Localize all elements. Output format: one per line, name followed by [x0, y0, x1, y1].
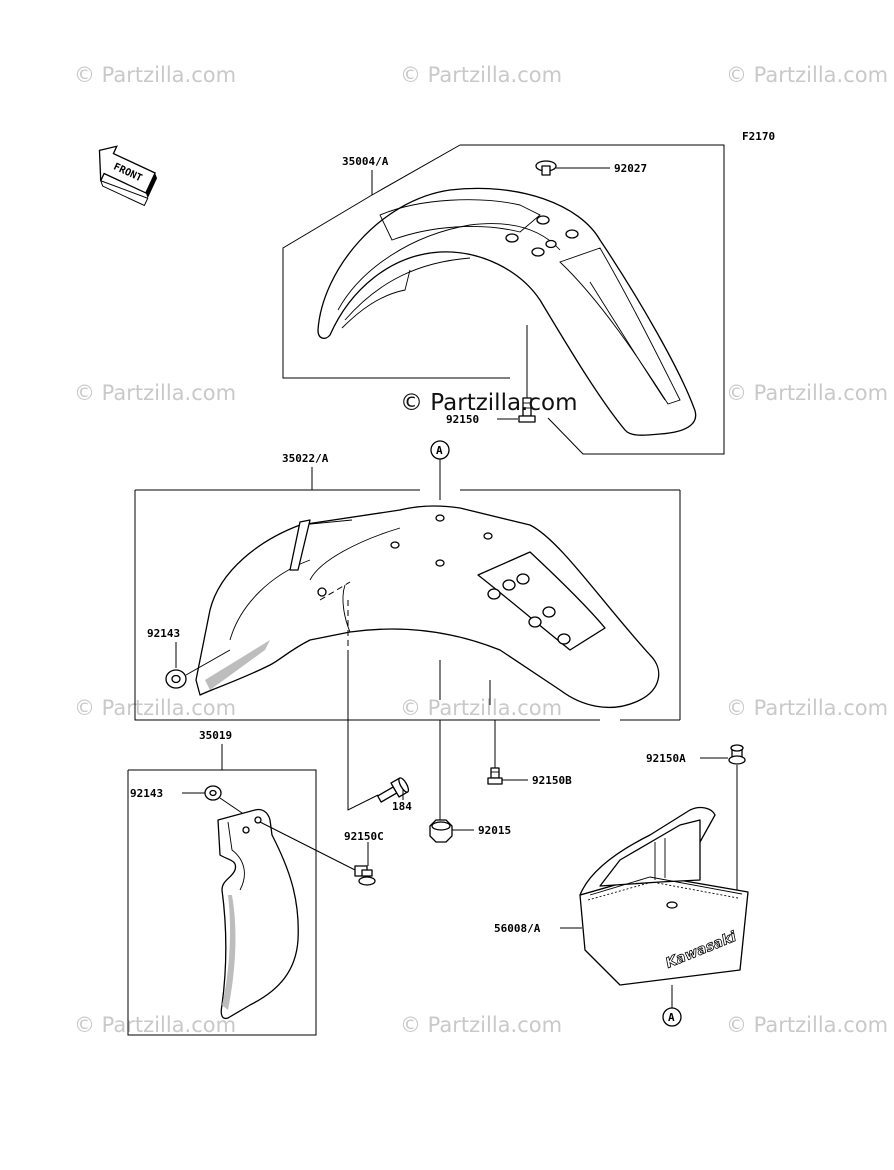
callout-92150b: 92150B: [532, 774, 572, 787]
callout-92143-rear: 92143: [147, 627, 180, 640]
watermark: © Partzilla.com: [726, 63, 888, 87]
watermark: © Partzilla.com: [726, 1013, 888, 1037]
bolt-92150b-group: 92150B: [487, 720, 572, 787]
washer-icon: [165, 669, 187, 689]
watermark: © Partzilla.com: [74, 696, 236, 720]
callout-35019: 35019: [199, 729, 232, 742]
washer-icon: [204, 785, 222, 801]
watermark-layer: © Partzilla.com © Partzilla.com © Partzi…: [74, 63, 888, 1037]
callout-92027: 92027: [614, 162, 647, 175]
bolt-icon: [728, 744, 746, 765]
callout-35004a: 35004/A: [342, 155, 389, 168]
bolt-icon: [354, 865, 376, 886]
callout-92143-flap: 92143: [130, 787, 163, 800]
nut-icon: [429, 819, 453, 843]
watermark: © Partzilla.com: [74, 381, 236, 405]
callout-92150c: 92150C: [344, 830, 384, 843]
ref-a-bottom: A: [668, 1011, 675, 1024]
rear-fender-group: 35022/A A: [134, 440, 681, 721]
watermark: © Partzilla.com: [74, 63, 236, 87]
bolt-icon: [487, 767, 503, 785]
watermark: © Partzilla.com: [400, 696, 562, 720]
callout-92015: 92015: [478, 824, 511, 837]
front-arrow-icon: FRONT: [98, 145, 158, 207]
diagram-code: F2170: [742, 130, 775, 143]
callout-92150: 92150: [446, 413, 479, 426]
center-watermark: © Partzilla.com: [400, 390, 578, 416]
tool-bag-group: 92150A Kawasaki 56008/A A: [494, 744, 749, 1027]
callout-92150a: 92150A: [646, 752, 686, 765]
watermark: © Partzilla.com: [726, 381, 888, 405]
front-fender-group: 92027 92150 35004/A: [282, 144, 725, 455]
fender-holes-rear: [317, 514, 571, 645]
side-flap-group: 35019 92143 92150C: [127, 729, 384, 1036]
callout-184: 184: [392, 800, 412, 813]
watermark: © Partzilla.com: [400, 63, 562, 87]
callout-35022a: 35022/A: [282, 452, 329, 465]
bolt-icon: [518, 397, 536, 423]
callout-56008a: 56008/A: [494, 922, 541, 935]
rivet-icon: [535, 160, 557, 176]
bolt-184-group: 184: [347, 650, 412, 813]
fender-holes: [505, 215, 579, 257]
watermark: © Partzilla.com: [726, 696, 888, 720]
nut-group: 92015: [429, 720, 511, 843]
watermark: © Partzilla.com: [400, 1013, 562, 1037]
ref-a-top: A: [436, 444, 443, 457]
watermark: © Partzilla.com: [74, 1013, 236, 1037]
